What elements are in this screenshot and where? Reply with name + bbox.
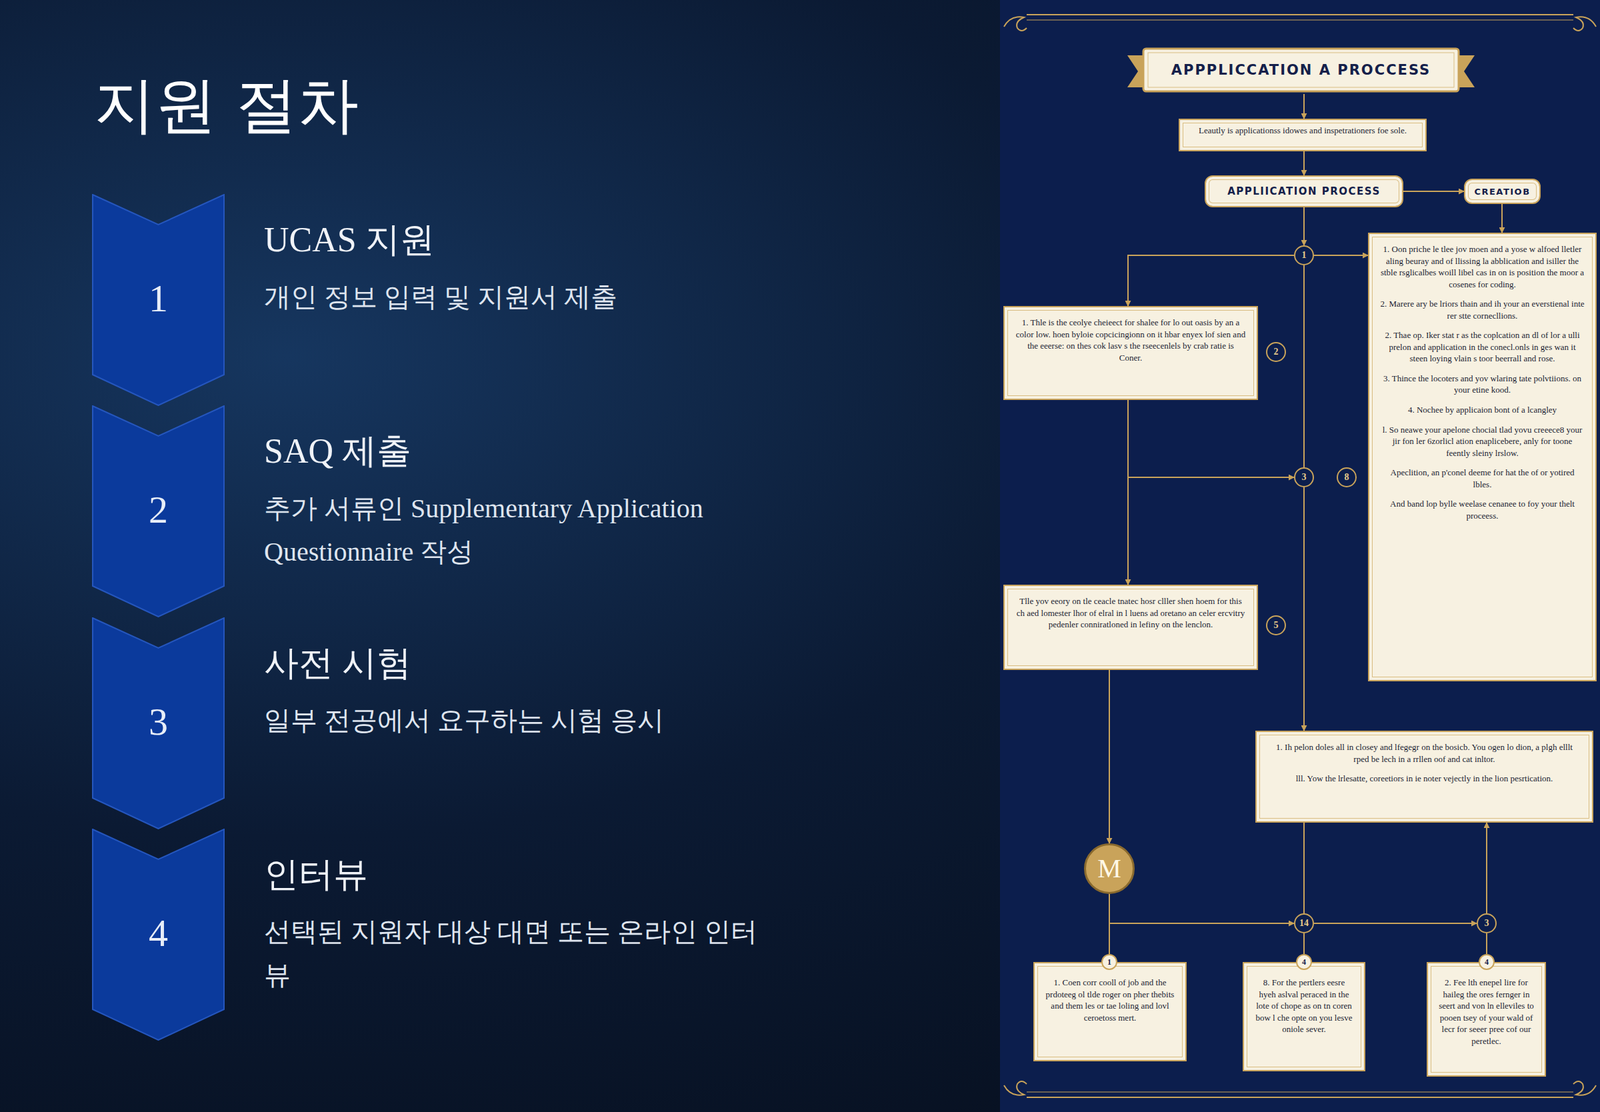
box-text: 2. Fee lth enepel lire for haileg the or…: [1438, 976, 1534, 1047]
page-title: 지원 절차: [94, 74, 359, 136]
flow-connector: [1108, 670, 1110, 844]
flow-connector: [1403, 190, 1464, 192]
box-text: 2. Marere ary be lriors thain and ih you…: [1380, 298, 1585, 322]
circle-number: 1: [1302, 250, 1307, 260]
step-description: 선택된 지원자 대상 대면 또는 온라인 인터뷰: [264, 910, 771, 997]
flow-connector: [1128, 255, 1294, 306]
flow-connector: [1303, 487, 1305, 731]
process-pill: APPLIICATION PROCESS: [1204, 175, 1404, 208]
flow-connector: [1486, 933, 1488, 954]
step-circle: 4: [1478, 954, 1495, 970]
step-circle: 3: [1476, 913, 1497, 934]
title-banner: APPPLICCATION A PROCCESS: [1127, 46, 1475, 94]
box-text: APPLIICATION PROCESS: [1227, 185, 1381, 198]
step-description: 일부 전공에서 요구하는 시험 응시: [264, 698, 771, 742]
box-text: 8. For the pertlers eesre hyeh aslval pe…: [1254, 976, 1354, 1036]
step-circle: M: [1084, 843, 1135, 894]
flow-connector: [1109, 894, 1294, 924]
step-circle: 1: [1294, 245, 1314, 266]
step-description: 개인 정보 입력 및 지원서 제출: [264, 275, 771, 319]
step-circle: 5: [1266, 615, 1286, 636]
step-chevron: 3사전 시험일부 전공에서 요구하는 시험 응시: [92, 617, 225, 830]
process-box: 2. Fee lth enepel lire for haileg the or…: [1426, 962, 1546, 1077]
flow-connector: [1486, 822, 1488, 914]
step-number: 3: [92, 702, 225, 742]
box-text: CREATIOB: [1474, 186, 1530, 197]
circle-number: 2: [1274, 347, 1279, 357]
step-chevron: 2SAQ 제출추가 서류인 Supplementary Application …: [92, 405, 225, 618]
flow-connector: [1501, 204, 1503, 233]
flow-connector: [1128, 400, 1294, 478]
step-circle: 8: [1336, 467, 1357, 488]
step-circle: 2: [1266, 342, 1286, 362]
box-text: Tlle yov eeory on tle ceacle tnatec hosr…: [1015, 595, 1246, 631]
step-chevron: 1UCAS 지원개인 정보 입력 및 지원서 제출: [92, 194, 225, 406]
flow-connector: [1303, 94, 1305, 119]
process-box: 1. Ih pelon doles all in closey and lfeg…: [1255, 730, 1594, 823]
step-circle: 3: [1294, 467, 1314, 488]
flow-connector: [1108, 894, 1110, 954]
box-text: Leautly is applicationss idowes and insp…: [1189, 124, 1416, 137]
flow-connector: [1303, 207, 1305, 246]
banner-title: APPPLICCATION A PROCCESS: [1171, 62, 1431, 78]
process-box: Leautly is applicationss idowes and insp…: [1178, 118, 1427, 152]
box-text: 2. Thae op. Iker stat r as the coplcatio…: [1380, 329, 1585, 365]
box-text: And band lop bylle weelase cenanee to fo…: [1380, 498, 1585, 522]
box-text: 1. Ih pelon doles all in closey and lfeg…: [1267, 741, 1582, 765]
box-text: Apeclition, an p'conel deeme for hat the…: [1380, 466, 1585, 490]
step-heading: SAQ 제출: [264, 430, 412, 472]
circle-number: M: [1097, 855, 1122, 882]
flow-connector: [1303, 265, 1305, 468]
step-circle: 4: [1296, 954, 1312, 970]
flow-connector: [1303, 822, 1305, 914]
box-text: lll. Yow the lrlesatte, coreetiors in ie…: [1267, 772, 1582, 785]
circle-number: 8: [1344, 472, 1350, 482]
process-box: 8. For the pertlers eesre hyeh aslval pe…: [1242, 962, 1366, 1072]
box-text: 4. Nochee by applicaion bont of a lcangl…: [1380, 404, 1585, 416]
box-text: l. So neawe your apelone chocial tlad yo…: [1380, 424, 1585, 460]
flow-connector: [1314, 922, 1477, 924]
process-box: 1. Oon priche le tlee jov moen and a yos…: [1368, 232, 1597, 682]
circle-number: 3: [1484, 918, 1490, 928]
step-heading: 사전 시험: [264, 642, 412, 684]
step-description: 추가 서류인 Supplementary Application Questio…: [264, 486, 771, 574]
box-text: 1. Thle is the ceolye cheieect for shale…: [1015, 316, 1246, 364]
box-text: 3. Thince the locoters and yov wlaring t…: [1380, 372, 1585, 396]
step-number: 1: [92, 279, 225, 318]
process-pill: CREATIOB: [1464, 178, 1541, 204]
step-heading: 인터뷰: [264, 854, 368, 896]
step-heading: UCAS 지원: [264, 219, 435, 261]
circle-number: 5: [1274, 620, 1279, 630]
process-box: 1. Coen corr cooll of job and the prdote…: [1033, 962, 1187, 1062]
circle-number: 14: [1299, 918, 1309, 928]
process-box: 1. Thle is the ceolye cheieect for shale…: [1003, 306, 1258, 400]
circle-number: 4: [1484, 958, 1489, 966]
box-text: 1. Coen corr cooll of job and the prdote…: [1045, 976, 1175, 1024]
step-circle: 1: [1101, 954, 1118, 970]
step-number: 2: [92, 490, 225, 530]
flow-connector: [1303, 933, 1305, 954]
flow-connector: [1303, 151, 1305, 176]
circle-number: 1: [1107, 958, 1112, 966]
process-box: Tlle yov eeory on tle ceacle tnatec hosr…: [1003, 584, 1258, 670]
box-text: 1. Oon priche le tlee jov moen and a yos…: [1380, 243, 1585, 290]
step-chevron: 4인터뷰선택된 지원자 대상 대면 또는 온라인 인터뷰: [92, 828, 225, 1041]
step-circle: 14: [1294, 913, 1314, 934]
step-number: 4: [92, 914, 225, 953]
circle-number: 4: [1302, 958, 1306, 966]
flow-connector: [1314, 254, 1368, 256]
circle-number: 3: [1302, 472, 1307, 482]
